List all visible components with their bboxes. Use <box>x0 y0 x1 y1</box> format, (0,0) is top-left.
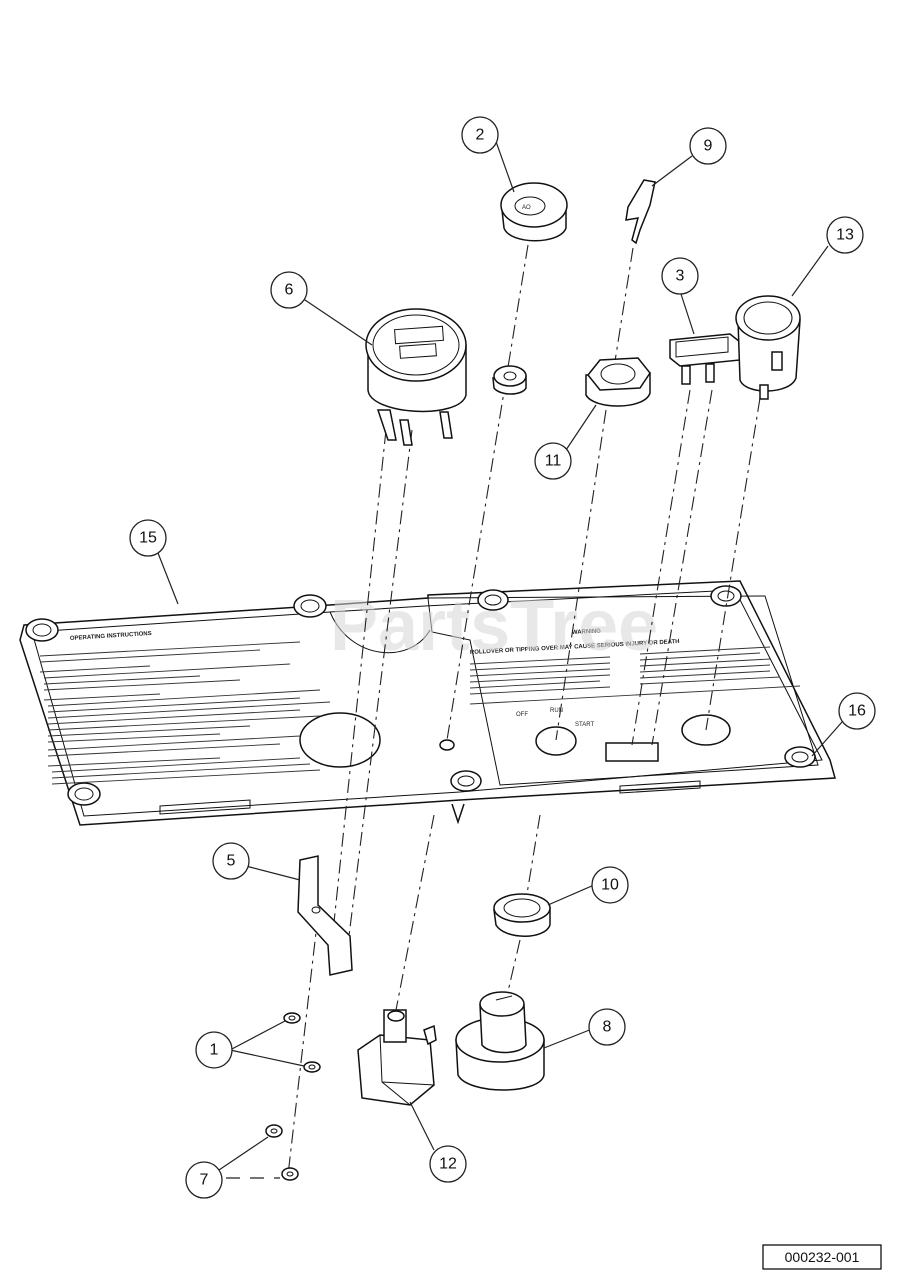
lock-washer <box>303 1061 321 1073</box>
callout-number: 3 <box>676 268 685 285</box>
round-knob <box>735 295 801 400</box>
leader-lines <box>157 135 843 1179</box>
callout-number: 2 <box>476 127 485 144</box>
panel-boss <box>710 585 742 607</box>
hour-meter <box>365 308 467 446</box>
callout-balloon: 3 <box>661 257 699 295</box>
rocker-switch <box>669 333 741 385</box>
callout-balloon: 6 <box>270 271 308 309</box>
cap-plug: AO <box>500 182 568 242</box>
callout-balloon: 5 <box>212 842 250 880</box>
callout-balloon: 11 <box>534 442 572 480</box>
svg-text:AO: AO <box>522 205 531 211</box>
callout-balloon: 13 <box>826 216 864 254</box>
assembly-axes <box>287 244 761 1176</box>
left-instruction-decal: OPERATING INSTRUCTIONS <box>39 631 331 785</box>
gauge-hole <box>299 712 381 768</box>
switch-label-run: RUN <box>550 708 563 714</box>
watermark: PartsTree <box>330 586 658 666</box>
callout-number: 6 <box>285 282 294 299</box>
callout-number: 12 <box>439 1156 457 1173</box>
panel-boss <box>784 746 816 768</box>
panel-boss <box>450 770 482 792</box>
callout-balloon: 7 <box>185 1161 223 1199</box>
hex-nut <box>585 357 651 407</box>
callout-balloon: 12 <box>429 1145 467 1183</box>
switch-label-start: START <box>575 722 594 728</box>
callout-number: 9 <box>704 138 713 155</box>
push-switch <box>357 1009 437 1106</box>
callout-balloon: 2 <box>461 116 499 154</box>
lock-washer <box>283 1012 301 1024</box>
mounting-bracket <box>297 855 353 976</box>
grommet <box>492 365 527 395</box>
panel-boss <box>25 618 59 642</box>
callout-number: 10 <box>601 877 619 894</box>
decal-text-lines <box>469 646 801 705</box>
callout-number: 7 <box>200 1172 209 1189</box>
hex-nut-small <box>281 1167 299 1181</box>
callout-balloon: 9 <box>689 127 727 165</box>
callout-balloon: 8 <box>588 1008 626 1046</box>
decal-text-lines <box>39 641 331 785</box>
hex-nut-small <box>265 1124 283 1138</box>
ignition-hole <box>535 726 577 756</box>
callout-number: 15 <box>139 530 157 547</box>
callout-number: 1 <box>210 1042 219 1059</box>
callout-balloon: 16 <box>838 692 876 730</box>
callout-number: 11 <box>545 453 562 470</box>
dash-panel: OPERATING INSTRUCTIONS WARNING ROLLOVER … <box>19 580 836 826</box>
callout-balloon: 10 <box>591 866 629 904</box>
switch-label-off: OFF <box>516 712 528 718</box>
right-decal-heading: WARNING <box>572 628 602 636</box>
switch-slot <box>605 742 659 762</box>
panel-boss <box>67 782 101 806</box>
ignition-key <box>625 179 656 245</box>
left-decal-heading: OPERATING INSTRUCTIONS <box>70 631 152 642</box>
small-hole <box>439 739 455 751</box>
callout-balloon: 15 <box>129 519 167 557</box>
reference-number: 000232-001 <box>785 1249 860 1265</box>
ignition-switch <box>455 991 545 1091</box>
callout-balloon: 1 <box>195 1031 233 1069</box>
panel-boss <box>477 589 509 611</box>
callout-number: 8 <box>603 1019 612 1036</box>
panel-boss <box>293 594 327 618</box>
reference-number-box: 000232-001 <box>762 1244 882 1270</box>
callout-number: 13 <box>836 227 854 244</box>
callout-number: 5 <box>227 853 236 870</box>
callout-number: 16 <box>848 703 866 720</box>
retaining-nut <box>493 893 551 937</box>
